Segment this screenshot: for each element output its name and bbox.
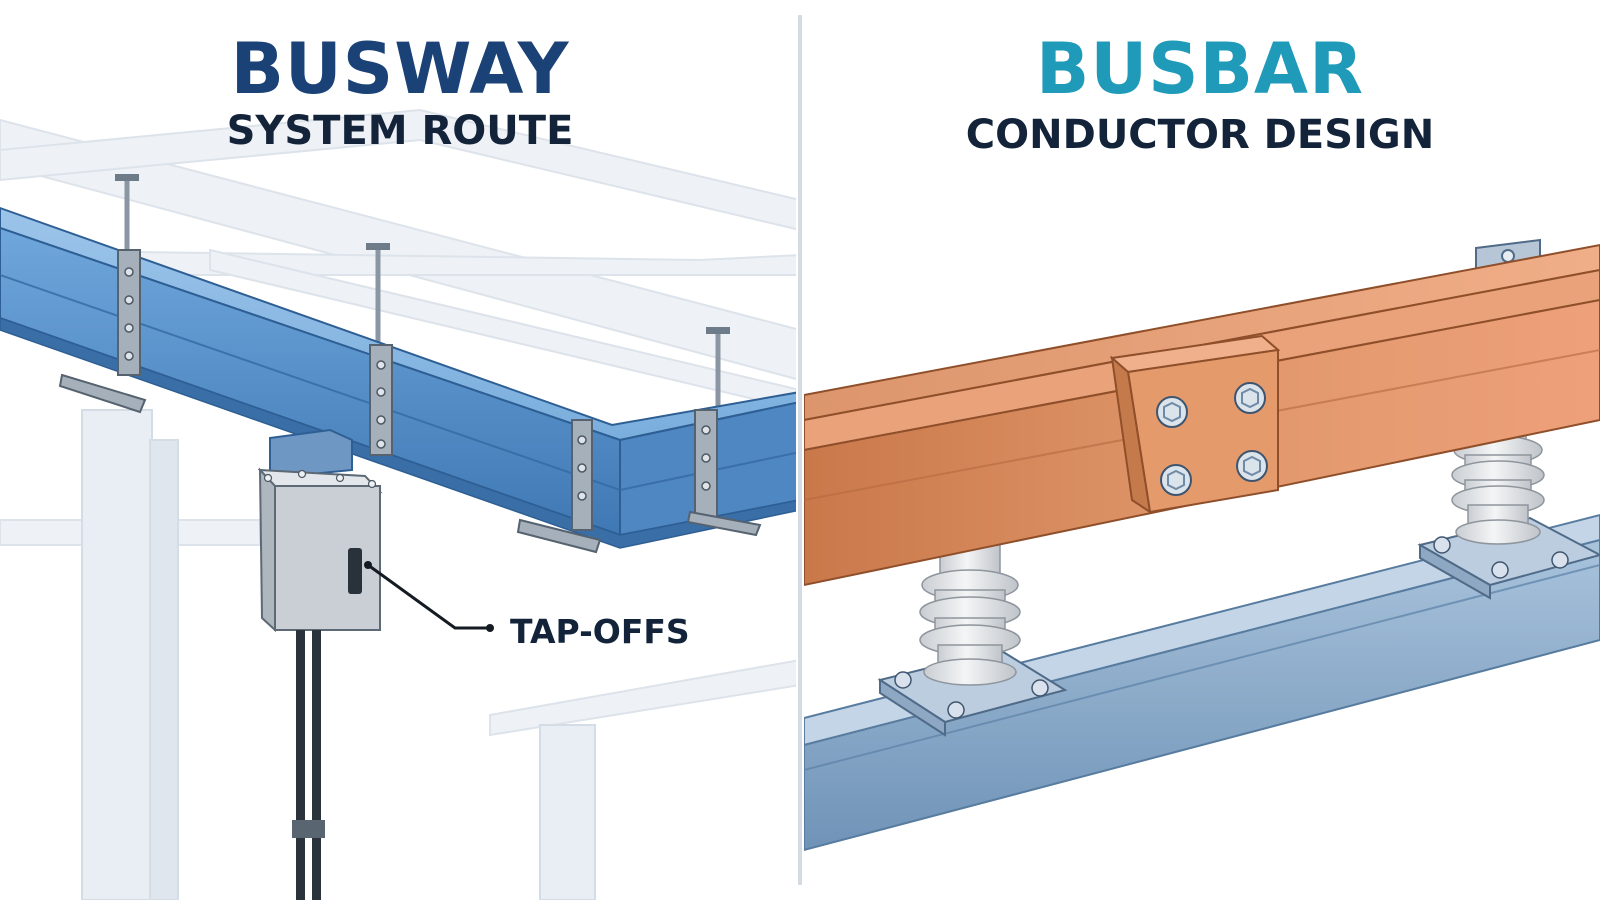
divider-overlay — [798, 15, 802, 885]
splice-bolts — [1156, 382, 1268, 496]
splice-plate-icon — [1109, 334, 1281, 515]
busbar-title: BUSBAR — [1035, 28, 1365, 110]
tap-offs-label: TAP-OFFS — [510, 612, 690, 651]
busbar-subtitle: CONDUCTOR DESIGN — [965, 112, 1435, 158]
ceiling-structure — [0, 108, 796, 737]
insulator-icon — [919, 544, 1021, 686]
hanger-brackets — [58, 249, 762, 554]
hanger-rods — [124, 178, 721, 420]
busway-subtitle: SYSTEM ROUTE — [226, 108, 574, 154]
base-plate-bolts — [894, 536, 1569, 719]
busway-title: BUSWAY — [230, 28, 570, 110]
bracket-bolts — [124, 267, 711, 501]
support-columns — [81, 409, 596, 900]
insulator-base-plates — [877, 516, 1600, 737]
tap-off-box-icon — [257, 428, 383, 900]
tap-off-leader-line — [367, 563, 490, 630]
